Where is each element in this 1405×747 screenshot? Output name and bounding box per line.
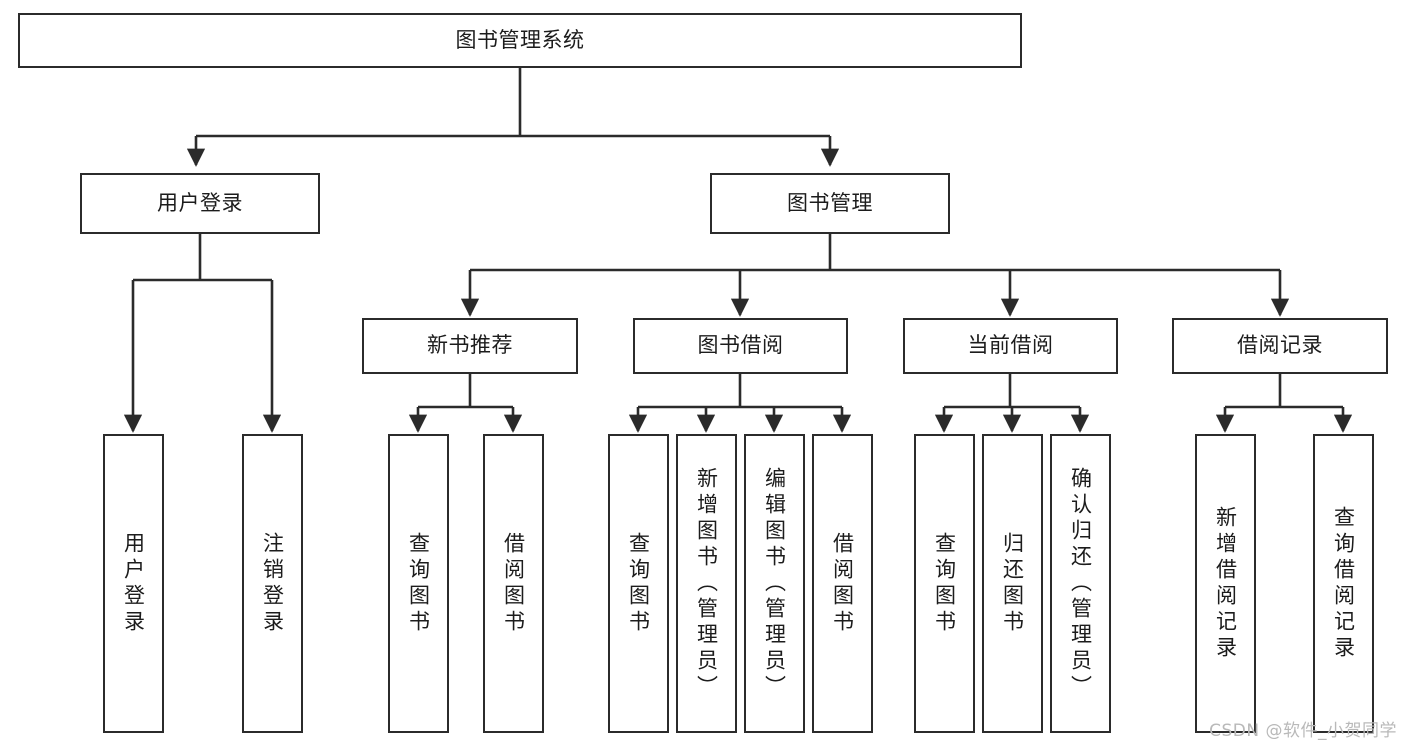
leaf-record-add-record[interactable]: 新增借阅记录 <box>1195 434 1256 733</box>
node-label: 确认归还（管理员） <box>1068 466 1093 701</box>
node-label: 编辑图书（管理员） <box>762 466 787 701</box>
node-label: 归还图书 <box>1000 531 1025 636</box>
node-book-borrow[interactable]: 图书借阅 <box>633 318 848 374</box>
node-label: 查询图书 <box>406 531 431 636</box>
node-current-borrow[interactable]: 当前借阅 <box>903 318 1118 374</box>
node-user-login[interactable]: 用户登录 <box>80 173 320 234</box>
node-root-book-management-system[interactable]: 图书管理系统 <box>18 13 1022 68</box>
node-label: 图书借阅 <box>697 333 784 358</box>
leaf-user-login-logout[interactable]: 注销登录 <box>242 434 303 733</box>
leaf-current-confirm-return-admin[interactable]: 确认归还（管理员） <box>1050 434 1111 733</box>
node-label: 查询图书 <box>626 531 651 636</box>
node-label: 新增借阅记录 <box>1213 505 1238 662</box>
leaf-record-query-record[interactable]: 查询借阅记录 <box>1313 434 1374 733</box>
leaf-borrow-query-book[interactable]: 查询图书 <box>608 434 669 733</box>
leaf-user-login-login[interactable]: 用户登录 <box>103 434 164 733</box>
csdn-watermark: CSDN @软件_小贺同学 <box>1209 721 1397 741</box>
node-label: 查询借阅记录 <box>1331 505 1356 662</box>
node-label: 查询图书 <box>932 531 957 636</box>
leaf-borrow-edit-book-admin[interactable]: 编辑图书（管理员） <box>744 434 805 733</box>
node-label: 注销登录 <box>260 531 285 636</box>
node-label: 新增图书（管理员） <box>694 466 719 701</box>
leaf-current-query-book[interactable]: 查询图书 <box>914 434 975 733</box>
node-label: 新书推荐 <box>427 333 513 358</box>
leaf-current-return-book[interactable]: 归还图书 <box>982 434 1043 733</box>
node-label: 当前借阅 <box>967 333 1054 358</box>
node-label: 用户登录 <box>121 531 146 636</box>
leaf-borrow-borrow-book[interactable]: 借阅图书 <box>812 434 873 733</box>
node-label: 借阅图书 <box>830 531 855 636</box>
leaf-new-book-borrow[interactable]: 借阅图书 <box>483 434 544 733</box>
node-label: 借阅记录 <box>1237 333 1323 358</box>
node-new-book-recommend[interactable]: 新书推荐 <box>362 318 578 374</box>
node-label: 图书管理系统 <box>455 27 585 52</box>
leaf-borrow-add-book-admin[interactable]: 新增图书（管理员） <box>676 434 737 733</box>
node-borrow-record[interactable]: 借阅记录 <box>1172 318 1388 374</box>
node-book-management[interactable]: 图书管理 <box>710 173 950 234</box>
leaf-new-book-query[interactable]: 查询图书 <box>388 434 449 733</box>
node-label: 图书管理 <box>787 190 873 215</box>
node-label: 用户登录 <box>157 190 243 215</box>
node-label: 借阅图书 <box>501 531 526 636</box>
